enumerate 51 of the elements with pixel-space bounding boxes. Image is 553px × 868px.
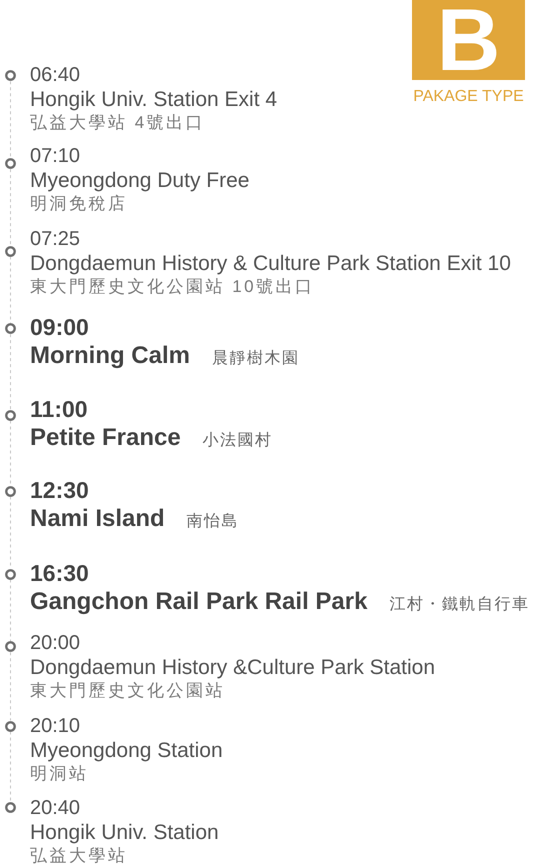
place-name-chinese: 晨靜樹木園 <box>212 348 300 369</box>
timeline-connector <box>10 652 11 721</box>
timeline-connector <box>10 168 11 246</box>
badge-caption: PAKAGE TYPE <box>412 87 525 107</box>
time-label: 06:40 <box>30 63 80 87</box>
timeline-ring-marker <box>5 568 16 580</box>
time-label: 07:10 <box>30 144 80 168</box>
timeline-ring-marker <box>5 802 16 813</box>
place-name: Gangchon Rail Park Rail Park <box>30 587 368 617</box>
time-label: 11:00 <box>30 395 88 423</box>
timeline-ring-marker <box>5 641 16 652</box>
place-name: Dongdaemun History &Culture Park Station <box>30 655 436 680</box>
timeline-connector <box>10 256 11 324</box>
place-name: Dongdaemun History & Culture Park Station Exit 10 <box>30 251 511 276</box>
timeline-ring-marker <box>5 720 16 732</box>
place-name: Myeongdong Station <box>30 738 223 763</box>
timeline-connector <box>10 80 11 159</box>
place-name: Morning Calm <box>30 341 190 371</box>
time-label: 16:30 <box>30 559 89 587</box>
place-name: Hongik Univ. Station Exit 4 <box>30 87 278 112</box>
time-label: 12:30 <box>30 476 89 504</box>
place-name-chinese: 江村・鐵軌自行車 <box>389 594 530 615</box>
time-label: 20:40 <box>30 796 80 820</box>
place-name: Myeongdong Duty Free <box>30 168 250 193</box>
place-name-chinese: 東大門歷史文化公園站 <box>30 680 225 702</box>
timeline-ring-marker <box>5 70 16 82</box>
place-name-chinese: 明洞免稅店 <box>30 193 128 215</box>
place-name: Hongik Univ. Station <box>30 820 219 845</box>
timeline-ring-marker <box>5 486 16 496</box>
place-name-chinese: 小法國村 <box>202 430 273 451</box>
time-label: 07:25 <box>30 227 80 251</box>
package-badge <box>412 0 525 80</box>
place-name: Nami Island <box>30 504 165 534</box>
time-label: 09:00 <box>30 313 89 341</box>
timeline-connector <box>10 420 11 486</box>
place-name-chinese: 弘益大學站 <box>30 845 128 867</box>
timeline-ring-marker <box>5 158 16 170</box>
timeline-connector <box>10 579 11 642</box>
time-label: 20:00 <box>30 631 80 655</box>
timeline-ring-marker <box>5 246 16 256</box>
place-name-chinese: 明洞站 <box>30 763 88 785</box>
timeline-ring-marker <box>5 323 16 334</box>
place-name-chinese: 弘益大學站 4號出口 <box>30 112 206 134</box>
place-name: Petite France <box>30 423 181 453</box>
time-label: 20:10 <box>30 714 80 738</box>
timeline-connector <box>10 731 11 802</box>
badge-letter: B <box>436 0 500 80</box>
timeline-ring-marker <box>5 410 16 420</box>
timeline-connector <box>10 334 11 410</box>
place-name-chinese: 南怡島 <box>186 512 240 532</box>
place-name-chinese: 東大門歷史文化公園站 10號出口 <box>30 276 315 298</box>
